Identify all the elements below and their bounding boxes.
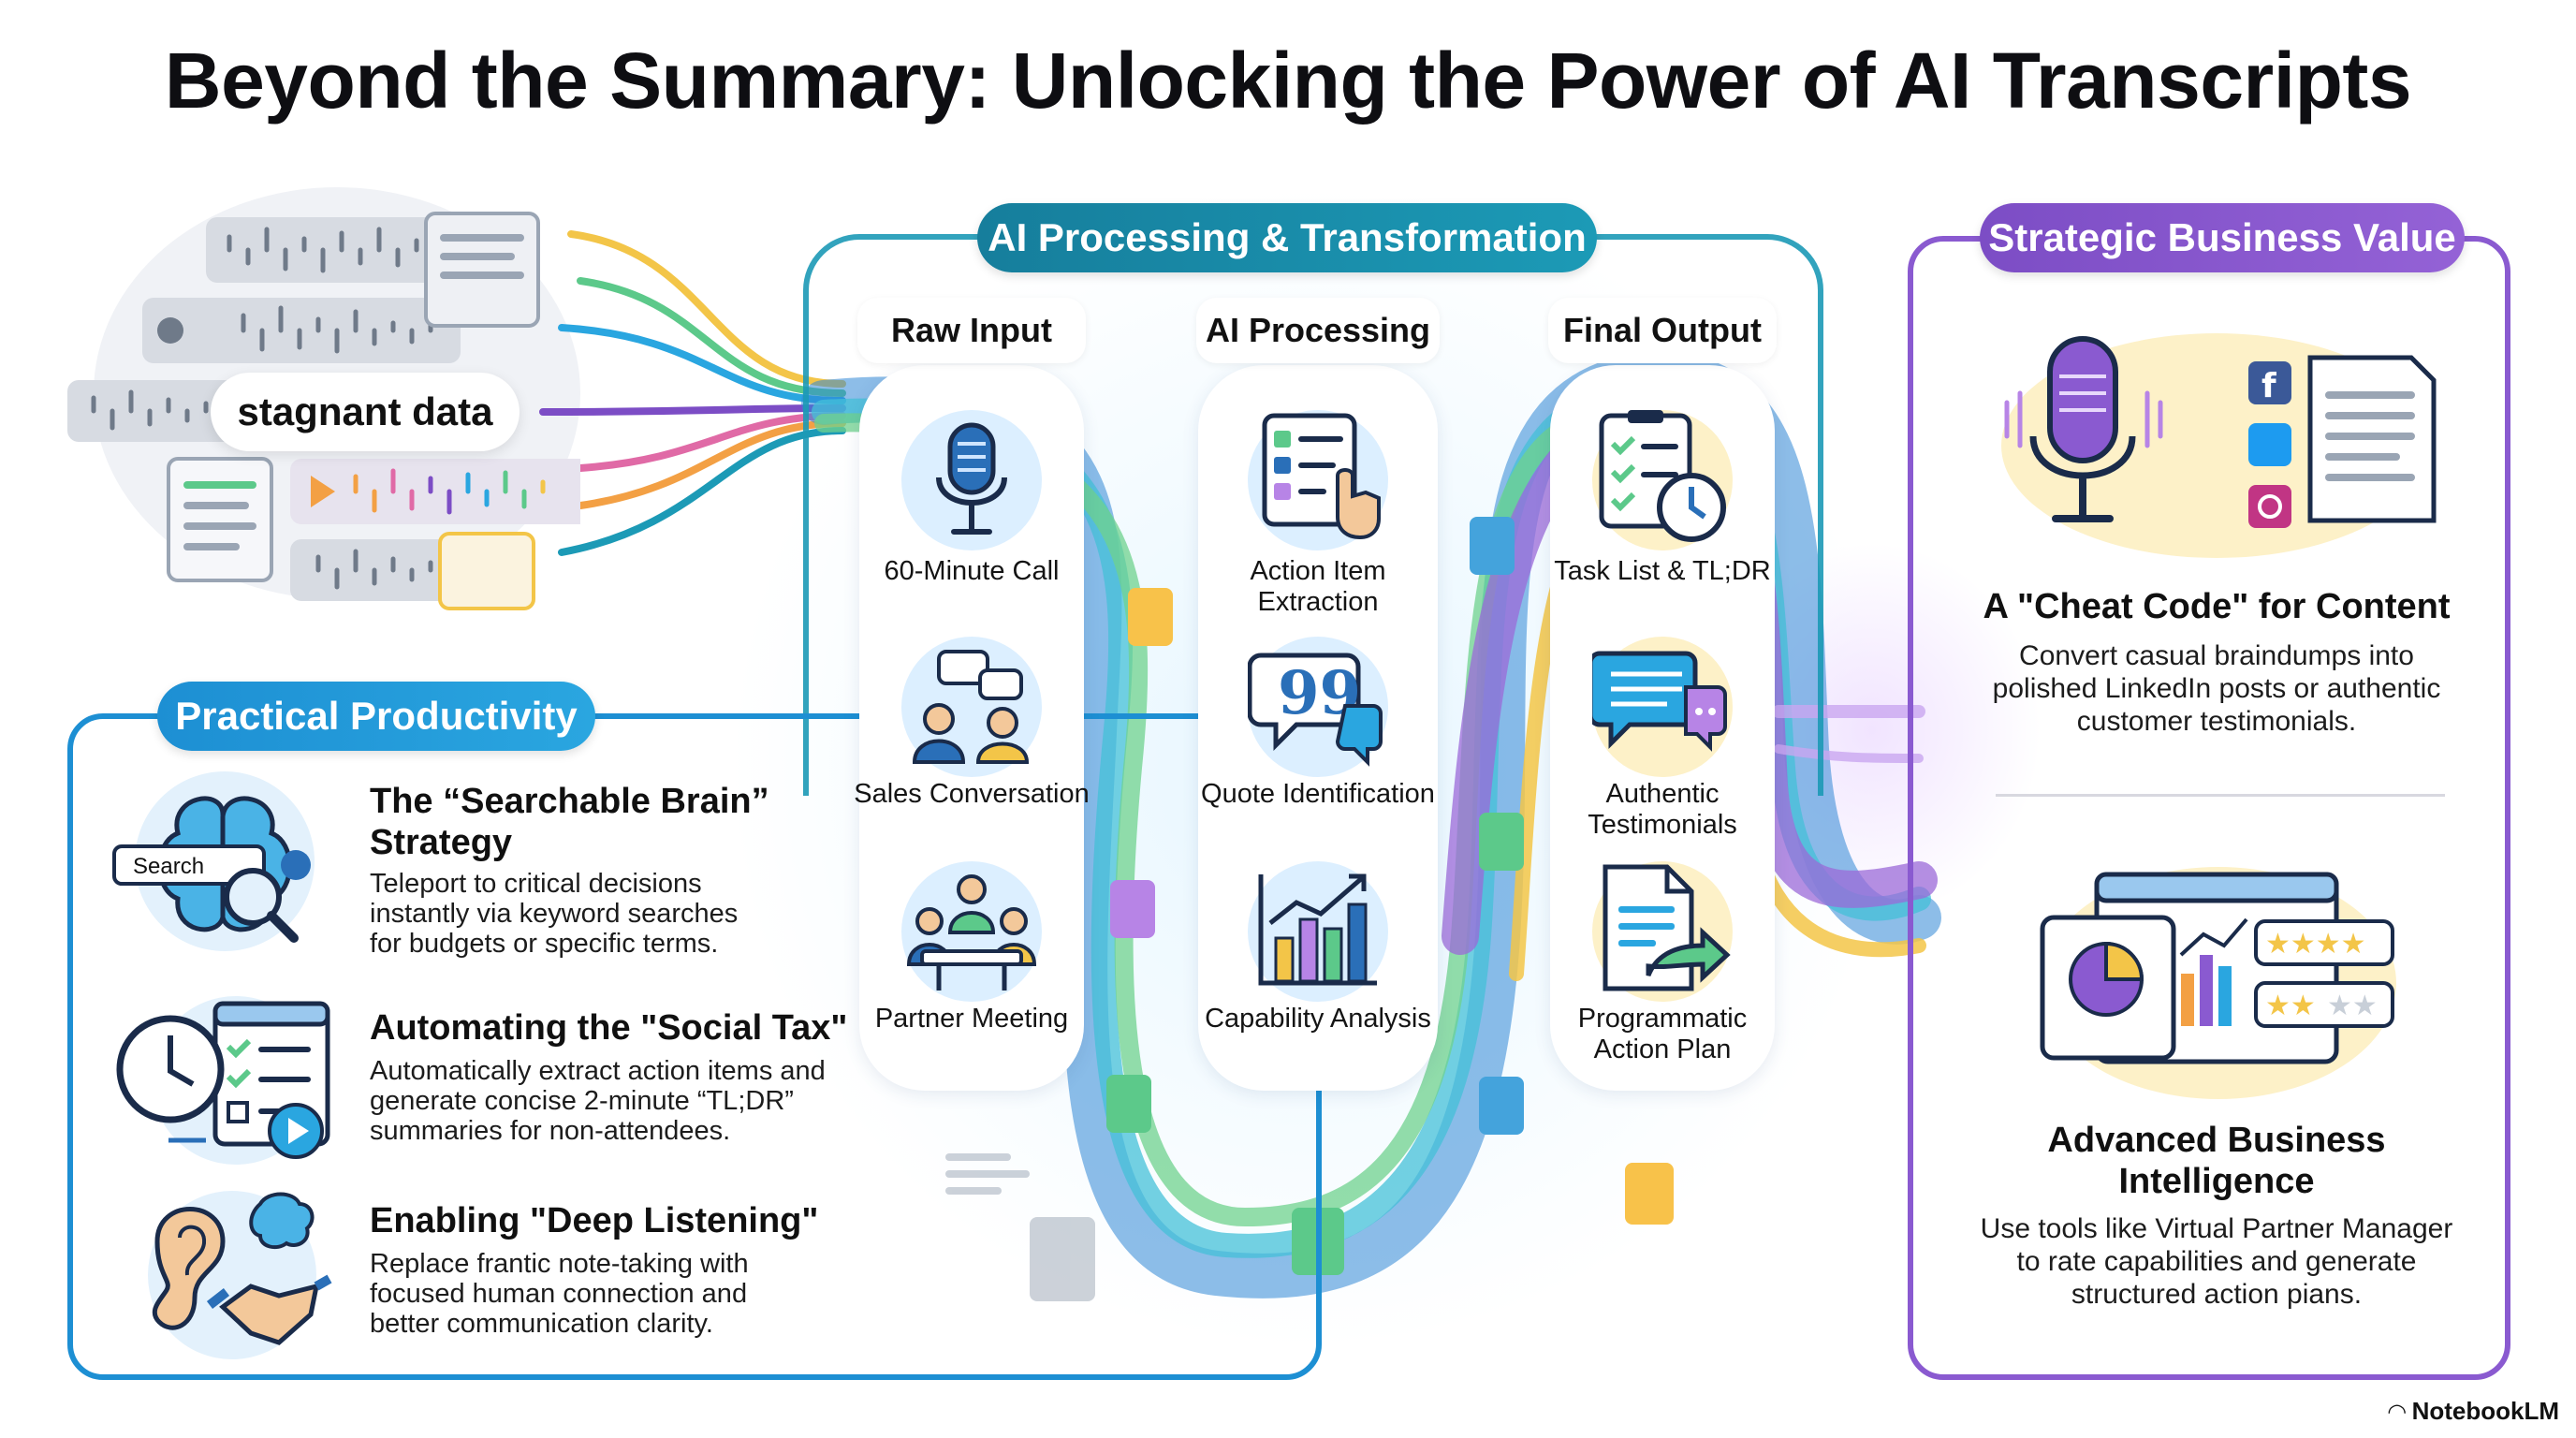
meeting-icon (901, 861, 1042, 1002)
productivity-title: Automating the "Social Tax" (370, 1008, 848, 1048)
item-label: Task List & TL;DR (1554, 556, 1771, 586)
clock-checklist-icon (112, 994, 337, 1172)
ear-handshake-icon (120, 1185, 335, 1363)
final-output-header: Final Output (1548, 298, 1777, 363)
item-label: 60-Minute Call (884, 556, 1060, 586)
task-clock-icon (1592, 410, 1733, 550)
raw-input-header: Raw Input (857, 298, 1086, 363)
ai-processing-header: AI Processing (1196, 298, 1440, 363)
item-label: Action Item Extraction (1250, 556, 1386, 617)
page-title: Beyond the Summary: Unlocking the Power … (164, 37, 2412, 125)
brand-name: NotebookLM (2411, 1397, 2559, 1425)
mic-social-icon: f (1983, 305, 2451, 567)
data-cloud (56, 197, 608, 646)
quote-bubble-icon: 99 (1247, 637, 1388, 777)
value-desc: Use tools like Virtual Partner Manager t… (1980, 1213, 2453, 1310)
stagnant-data-label: stagnant data (211, 373, 520, 451)
search-chip-label: Search (133, 854, 205, 879)
productivity-section-pill: Practical Productivity (157, 682, 595, 751)
item-label: Quote Identification (1201, 779, 1435, 809)
item-label: Partner Meeting (874, 1004, 1069, 1034)
microphone-icon (901, 410, 1042, 550)
productivity-title: The “Searchable Brain” Strategy (370, 782, 769, 862)
brain-search-icon: Search (112, 768, 318, 964)
value-title: Advanced Business Intelligence (2047, 1121, 2386, 1201)
value-title: A "Cheat Code" for Content (1983, 587, 2451, 626)
waveform-icon (67, 212, 608, 610)
productivity-desc: Automatically extract action items and g… (370, 1056, 826, 1146)
productivity-desc: Teleport to critical decisions instantly… (370, 869, 739, 959)
bar-chart-icon (1248, 861, 1388, 1002)
value-desc: Convert casual braindumps into polished … (1992, 640, 2441, 737)
item-label: Programmatic Action Plan (1577, 1004, 1748, 1064)
svg-text:★★★★: ★★★★ (2265, 928, 2366, 961)
svg-text:★★: ★★ (2327, 990, 2378, 1022)
action-plan-icon (1592, 861, 1733, 1002)
processing-section-pill: AI Processing & Transformation (977, 203, 1597, 272)
value-section-pill: Strategic Business Value (1980, 203, 2465, 272)
productivity-title: Enabling "Deep Listening" (370, 1201, 819, 1240)
value-divider (1996, 794, 2445, 797)
svg-text:★★: ★★ (2265, 990, 2316, 1022)
item-label: Capability Analysis (1205, 1004, 1431, 1034)
item-label: Sales Conversation (854, 779, 1090, 809)
checklist-tap-icon (1248, 410, 1388, 550)
item-label: Authentic Testimonials (1588, 779, 1737, 840)
dashboard-ratings-icon: ★★★★★★ ★★ (2031, 843, 2406, 1105)
conversation-icon (901, 637, 1042, 777)
productivity-desc: Replace frantic note-taking with focused… (370, 1249, 749, 1339)
testimonial-icon (1588, 637, 1733, 777)
brand-label: ◠ NotebookLM (2388, 1397, 2559, 1426)
notebooklm-logo-icon: ◠ (2388, 1400, 2412, 1425)
svg-text:f: f (2261, 367, 2276, 405)
